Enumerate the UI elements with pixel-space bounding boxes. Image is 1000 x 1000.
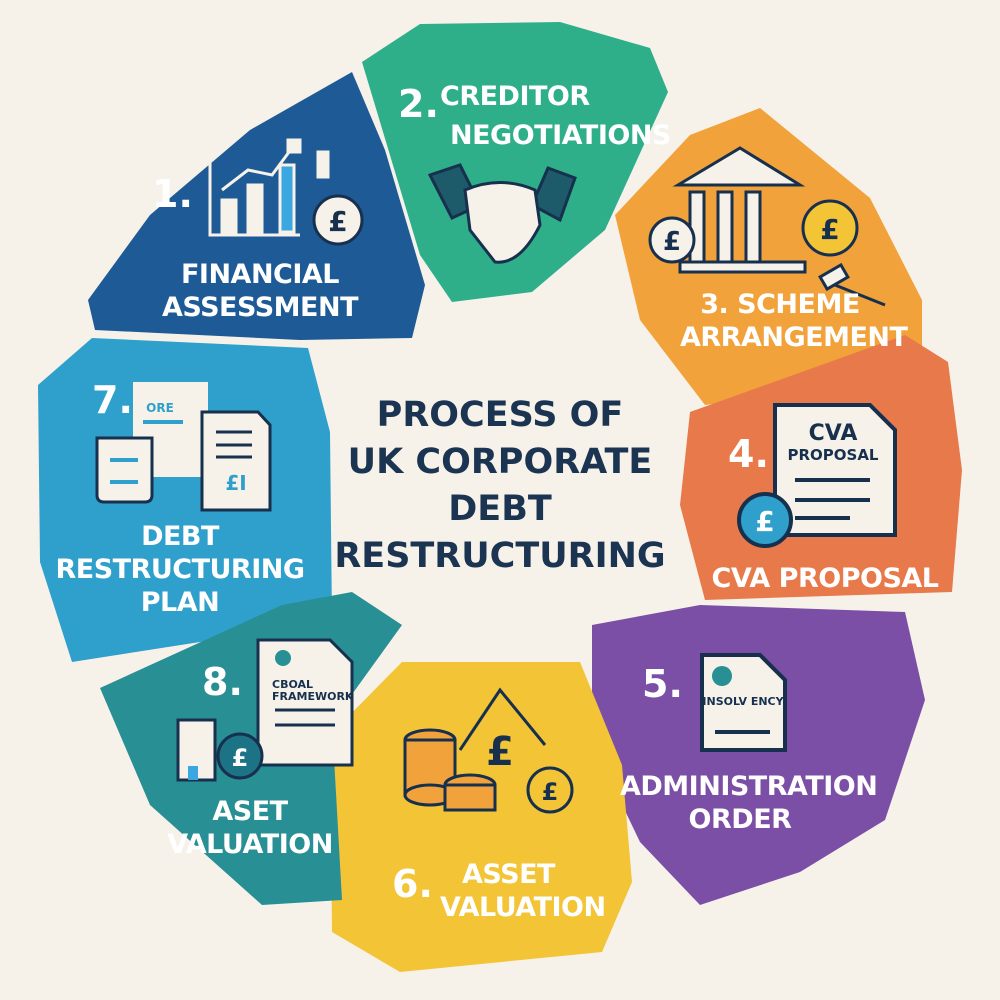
doc-cva-line2: PROPOSAL <box>787 446 878 464</box>
svg-text:£: £ <box>232 744 249 772</box>
insolvency-document-icon <box>700 653 787 752</box>
svg-text:£: £ <box>328 205 347 238</box>
svg-text:£: £ <box>542 778 559 806</box>
courthouse-gavel-icon: £ £ <box>648 146 886 307</box>
svg-text:£: £ <box>486 729 514 775</box>
step-1-line1: FINANCIAL <box>180 259 340 290</box>
step-2-line2: NEGOTIATIONS <box>450 120 671 151</box>
step-3-line2: ARRANGEMENT <box>680 322 908 353</box>
step-6-line2: VALUATION <box>440 892 606 923</box>
step-7-label: DEBT RESTRUCTURING PLAN <box>50 520 310 619</box>
bar-chart-pound-icon: £ <box>208 138 364 246</box>
step-5-line1: ADMINISTRATION <box>620 771 878 802</box>
svg-text:£: £ <box>820 213 839 246</box>
svg-text:£: £ <box>663 227 681 257</box>
step-8-label: ASET VALUATION <box>165 795 335 861</box>
step-5-line2: ORDER <box>688 804 792 835</box>
step-7-line3: PLAN <box>140 587 220 618</box>
step-5-label: ADMINISTRATION ORDER <box>620 770 878 836</box>
doc-insolvency: INSOLV ENCY <box>702 695 784 708</box>
segment-2 <box>362 22 668 302</box>
doc-cva-line1: CVA <box>809 421 858 446</box>
title-line1: PROCESS OF <box>376 395 624 435</box>
handshake-icon <box>427 163 577 264</box>
svg-text:£I: £I <box>225 471 246 495</box>
coins-house-icon: £ £ <box>403 687 574 814</box>
step-1-label: FINANCIAL ASSESSMENT <box>150 258 370 324</box>
step-4-number: 4. <box>728 432 769 476</box>
documents-icon: £I <box>95 382 272 512</box>
segment-6 <box>330 662 632 972</box>
framework-document-icon: £ <box>176 638 354 782</box>
step-2-line1: CREDITOR <box>440 81 590 112</box>
step-3-line1-wrap: 3. SCHEME <box>680 288 880 321</box>
step-7-line1: DEBT <box>141 521 219 552</box>
step-8-line2: VALUATION <box>167 829 333 860</box>
step-2-number: 2. <box>398 82 439 126</box>
doc-framework-line1: CBOAL <box>272 678 313 691</box>
title-line4: RESTRUCTURING <box>334 536 666 576</box>
step-3-line1: SCHEME <box>737 289 860 320</box>
step-8-number: 8. <box>202 660 243 704</box>
step-6-label: ASSET VALUATION <box>440 858 606 924</box>
step-7-line2: RESTRUCTURING <box>55 554 305 585</box>
step-4-label: CVA PROPOSAL <box>711 563 940 594</box>
segment-5 <box>592 605 925 905</box>
step-1-line2: ASSESSMENT <box>161 292 359 323</box>
step-3-number: 3. <box>700 289 729 320</box>
step-2-label: CREDITOR NEGOTIATIONS <box>440 80 671 152</box>
step-5-number: 5. <box>642 662 683 706</box>
svg-text:£: £ <box>755 505 774 538</box>
step-6-number: 6. <box>392 862 433 906</box>
doc-framework-line2: FRAMEWORK <box>272 690 354 703</box>
step-3-label: 3. SCHEME ARRANGEMENT <box>680 288 908 354</box>
doc-ore: ORE <box>146 401 174 415</box>
step-6-line1: ASSET <box>462 859 555 890</box>
step-7-number: 7. <box>92 378 133 422</box>
step-1-number: 1. <box>152 172 193 216</box>
page-title: PROCESS OF UK CORPORATE DEBT RESTRUCTURI… <box>330 392 670 580</box>
title-line2: UK CORPORATE <box>347 442 653 482</box>
title-line3: DEBT <box>448 489 552 529</box>
step-8-line1: ASET <box>212 796 288 827</box>
document-pound-icon: £ <box>737 403 897 548</box>
